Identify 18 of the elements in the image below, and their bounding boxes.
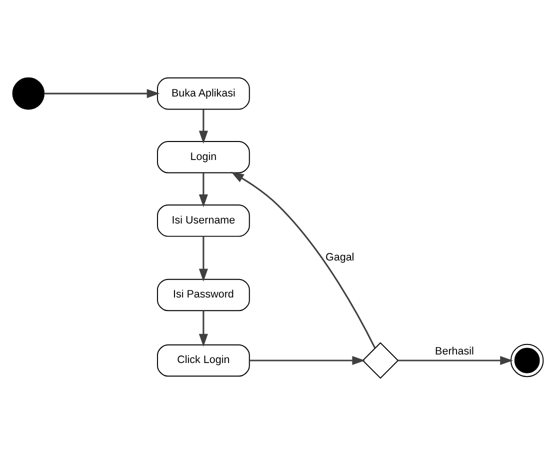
node-box: Buka Aplikasi — [157, 76, 250, 110]
arrow — [198, 108, 208, 144]
arrow — [249, 355, 366, 365]
node-circle — [510, 343, 544, 377]
arrow — [198, 310, 208, 346]
node-circle — [12, 76, 45, 110]
arrow — [44, 88, 160, 98]
arrow — [230, 171, 376, 348]
node-box: Click Login — [157, 344, 250, 376]
edge-label: Berhasil — [435, 344, 474, 357]
node-box: Isi Password — [157, 278, 250, 311]
node-box: Login — [157, 140, 250, 173]
arrow — [198, 172, 208, 207]
edge-label: Gagal — [326, 251, 354, 264]
arrow — [198, 236, 208, 282]
arrow — [398, 355, 514, 365]
node-box: Isi Username — [157, 204, 250, 236]
node-diamond — [362, 342, 399, 378]
